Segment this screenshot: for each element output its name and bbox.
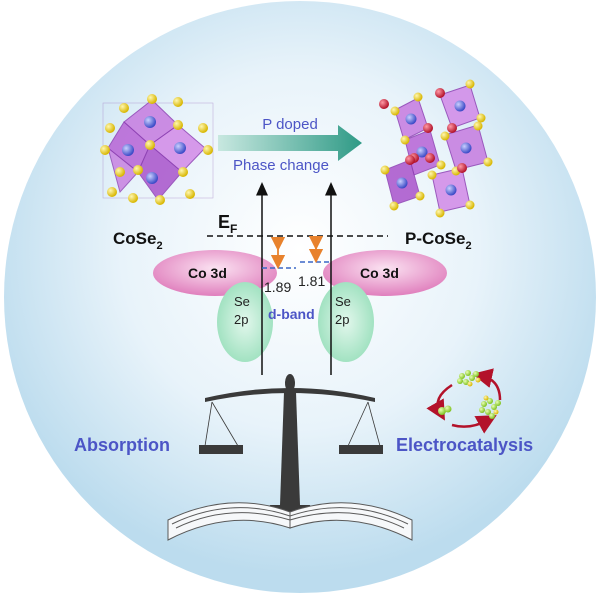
absorption-label: Absorption: [74, 435, 170, 455]
dband-label: d-band: [268, 306, 315, 322]
open-book: [167, 502, 413, 541]
phase-change-arrow: [218, 125, 362, 161]
process-label-p-doped: P doped: [262, 116, 318, 133]
cose2-label: CoSe2: [113, 229, 163, 252]
fermi-level-label: EF: [218, 212, 237, 236]
gap-arrows: [270, 235, 324, 270]
se2p-band-right: [318, 282, 374, 362]
p-cose2-crystal-structure: [379, 79, 493, 218]
gap-value-right: 1.81: [298, 273, 325, 289]
p-cose2-label: P-CoSe2: [405, 229, 472, 252]
gap-value-left: 1.89: [264, 279, 291, 295]
co3d-label-left: Co 3d: [188, 265, 227, 281]
se2p-label-left-line2: 2p: [234, 312, 248, 327]
se2p-label-left-line1: Se: [234, 294, 250, 309]
se2p-label-right-line2: 2p: [335, 312, 349, 327]
background-circle: [4, 1, 596, 593]
electrocatalysis-label: Electrocatalysis: [396, 435, 533, 455]
se2p-band-left: [217, 282, 273, 362]
co3d-label-right: Co 3d: [360, 265, 399, 281]
catalysis-cycle-icon: [426, 368, 502, 434]
se2p-label-right-line1: Se: [335, 294, 351, 309]
cose2-crystal-structure: [100, 94, 214, 205]
process-label-phase-change: Phase change: [233, 157, 329, 174]
